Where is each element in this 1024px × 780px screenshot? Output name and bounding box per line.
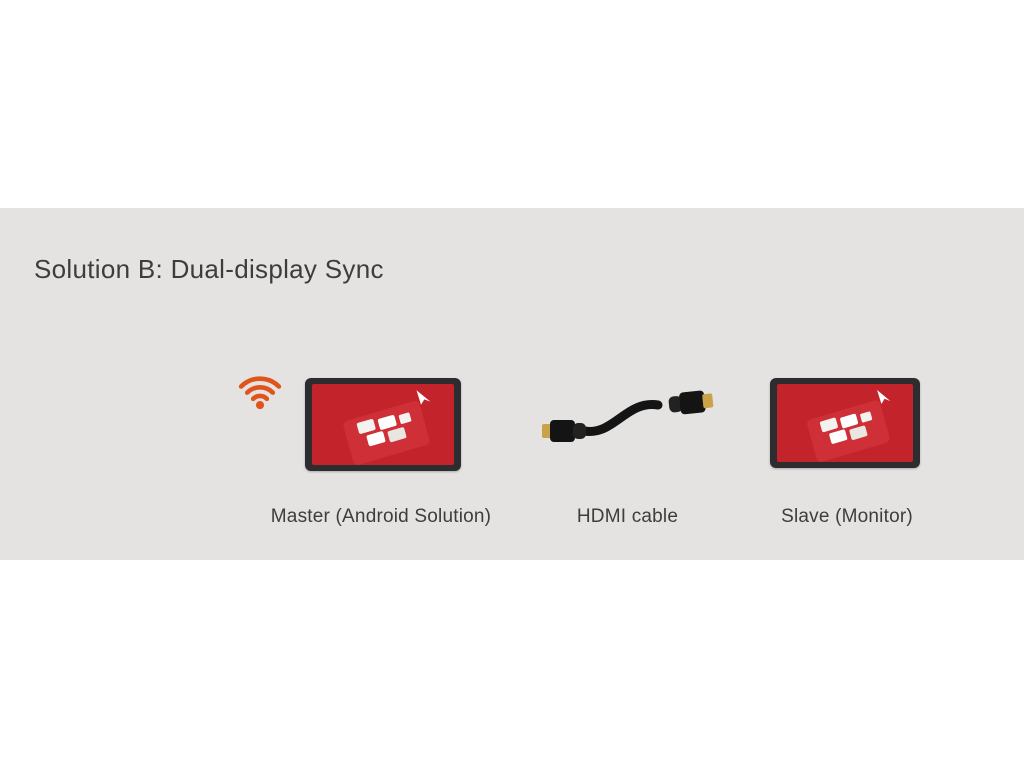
hdmi-cable-label: HDMI cable (576, 506, 679, 527)
cable-wire (579, 400, 663, 436)
content-band: Solution B: Dual-display Sync (0, 208, 1024, 560)
slave-display (770, 378, 920, 468)
wifi-dot (255, 401, 265, 410)
master-screen-artwork (312, 384, 454, 465)
hdmi-connector-right (668, 390, 714, 415)
wifi-icon (238, 376, 282, 410)
slave-screen-artwork (777, 384, 913, 462)
page-title: Solution B: Dual-display Sync (34, 254, 384, 284)
cursor-icon (416, 390, 431, 405)
cursor-icon (877, 390, 891, 404)
slave-screen (777, 384, 913, 462)
hdmi-connector-left (542, 420, 586, 442)
master-label: Master (Android Solution) (270, 506, 492, 527)
master-screen (312, 384, 454, 465)
slave-label: Slave (Monitor) (781, 506, 913, 527)
hdmi-cable-illustration (542, 390, 714, 442)
master-display (305, 378, 461, 471)
